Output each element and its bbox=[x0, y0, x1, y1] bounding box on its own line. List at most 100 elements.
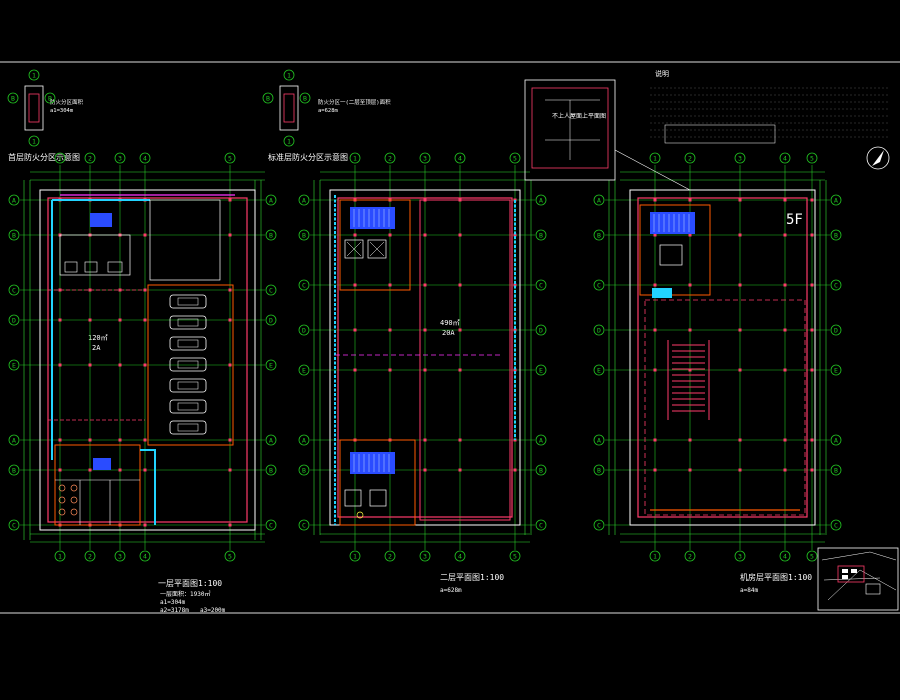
axis-bubble bbox=[779, 152, 791, 164]
axis-bubble-label: 5 bbox=[228, 553, 232, 561]
plan2-header: 标准层防火分区示意图 bbox=[268, 152, 348, 162]
axis-bubble bbox=[298, 194, 310, 206]
plan2-room-area: 490㎡ bbox=[440, 319, 460, 327]
column-marker bbox=[810, 438, 814, 442]
axis-bubble bbox=[28, 135, 40, 147]
axis-bubble bbox=[593, 194, 605, 206]
axis-bubble-label: C bbox=[302, 522, 306, 530]
axis-bubble bbox=[806, 152, 818, 164]
parked-car-icon bbox=[169, 399, 207, 414]
column-marker bbox=[458, 328, 462, 332]
axis-bubble bbox=[224, 550, 236, 562]
axis-bubble bbox=[830, 364, 842, 376]
axis-bubble bbox=[509, 550, 521, 562]
parked-car-icon bbox=[169, 420, 207, 435]
axis-bubble-label: B bbox=[269, 232, 273, 240]
parked-car-window bbox=[177, 360, 199, 369]
fixture-icon bbox=[356, 511, 364, 519]
axis-bubble-label: 4 bbox=[143, 155, 147, 163]
plan2-title: 二层平面图1:100 bbox=[440, 573, 504, 582]
column-marker bbox=[388, 233, 392, 237]
key1-value: a1=304m bbox=[50, 108, 74, 114]
axis-bubble bbox=[298, 279, 310, 291]
axis-bubble bbox=[535, 434, 547, 446]
column-marker bbox=[58, 363, 62, 367]
column-marker bbox=[423, 438, 427, 442]
parked-car-icon bbox=[169, 336, 207, 351]
axis-bubble-label: 3 bbox=[423, 155, 427, 163]
axis-bubble bbox=[593, 279, 605, 291]
floor-tag-5f: 5F bbox=[786, 212, 803, 228]
column-marker bbox=[810, 328, 814, 332]
inset-lines bbox=[545, 99, 600, 160]
column-marker bbox=[783, 468, 787, 472]
column-marker bbox=[688, 438, 692, 442]
axis-bubble-label: C bbox=[834, 282, 838, 290]
axis-bubble-label: 2 bbox=[88, 155, 92, 163]
axis-bubble bbox=[265, 359, 277, 371]
plan1-room-label: 2A bbox=[92, 344, 101, 352]
key2-note: 防火分区一(二层至顶层)面积 bbox=[318, 98, 391, 106]
fire-partition-line bbox=[48, 289, 145, 421]
axis-bubble-label: E bbox=[539, 367, 543, 375]
column-marker bbox=[58, 438, 62, 442]
roof-edge bbox=[644, 299, 806, 516]
furniture-icon bbox=[58, 484, 66, 492]
column-marker bbox=[228, 438, 232, 442]
parked-car-window bbox=[177, 339, 199, 348]
column-marker bbox=[688, 233, 692, 237]
parked-car-window bbox=[177, 297, 199, 306]
axis-bubble-label: 2 bbox=[388, 553, 392, 561]
column-marker bbox=[388, 368, 392, 372]
axis-bubble bbox=[830, 519, 842, 531]
axis-bubble-label: A bbox=[302, 197, 306, 205]
column-marker bbox=[423, 283, 427, 287]
axis-bubble bbox=[298, 229, 310, 241]
column-marker bbox=[738, 328, 742, 332]
axis-bubble-label: A bbox=[539, 197, 543, 205]
column-marker bbox=[228, 318, 232, 322]
furniture-icon bbox=[70, 484, 78, 492]
axis-bubble bbox=[8, 284, 20, 296]
column-marker bbox=[143, 318, 147, 322]
note-table bbox=[664, 124, 776, 144]
axis-bubble bbox=[535, 194, 547, 206]
axis-bubble-label: A bbox=[834, 437, 838, 445]
column-marker bbox=[738, 468, 742, 472]
column-marker bbox=[653, 468, 657, 472]
column-marker bbox=[423, 233, 427, 237]
column-marker bbox=[228, 198, 232, 202]
axis-bubble-label: C bbox=[302, 282, 306, 290]
elevator-cross bbox=[346, 241, 385, 257]
axis-bubble-label: B bbox=[12, 232, 16, 240]
core-partition bbox=[55, 479, 140, 525]
column-marker bbox=[688, 328, 692, 332]
axis-bubble bbox=[28, 69, 40, 81]
axis-bubble-label: C bbox=[597, 522, 601, 530]
axis-bubble bbox=[298, 364, 310, 376]
parked-car-icon bbox=[169, 315, 207, 330]
axis-bubble bbox=[298, 324, 310, 336]
axis-bubble-label: 4 bbox=[458, 553, 462, 561]
axis-bubble bbox=[84, 550, 96, 562]
column-marker bbox=[458, 438, 462, 442]
axis-bubble-label: B bbox=[302, 232, 306, 240]
column-marker bbox=[143, 438, 147, 442]
axis-bubble-label: A bbox=[597, 197, 601, 205]
axis-bubble-label: C bbox=[12, 522, 16, 530]
wall-outline bbox=[337, 197, 513, 518]
column-marker bbox=[783, 233, 787, 237]
furniture-icon bbox=[70, 508, 78, 516]
column-marker bbox=[423, 328, 427, 332]
open-office-hall bbox=[419, 199, 511, 521]
elevator-shaft bbox=[369, 489, 387, 507]
axis-bubble bbox=[283, 69, 295, 81]
column-marker bbox=[58, 318, 62, 322]
axis-bubble-label: 1 bbox=[32, 72, 36, 80]
axis-bubble-label: 4 bbox=[783, 155, 787, 163]
axis-bubble bbox=[535, 229, 547, 241]
axis-bubble bbox=[299, 92, 311, 104]
axis-bubble bbox=[8, 434, 20, 446]
axis-bubble-label: 5 bbox=[810, 553, 814, 561]
